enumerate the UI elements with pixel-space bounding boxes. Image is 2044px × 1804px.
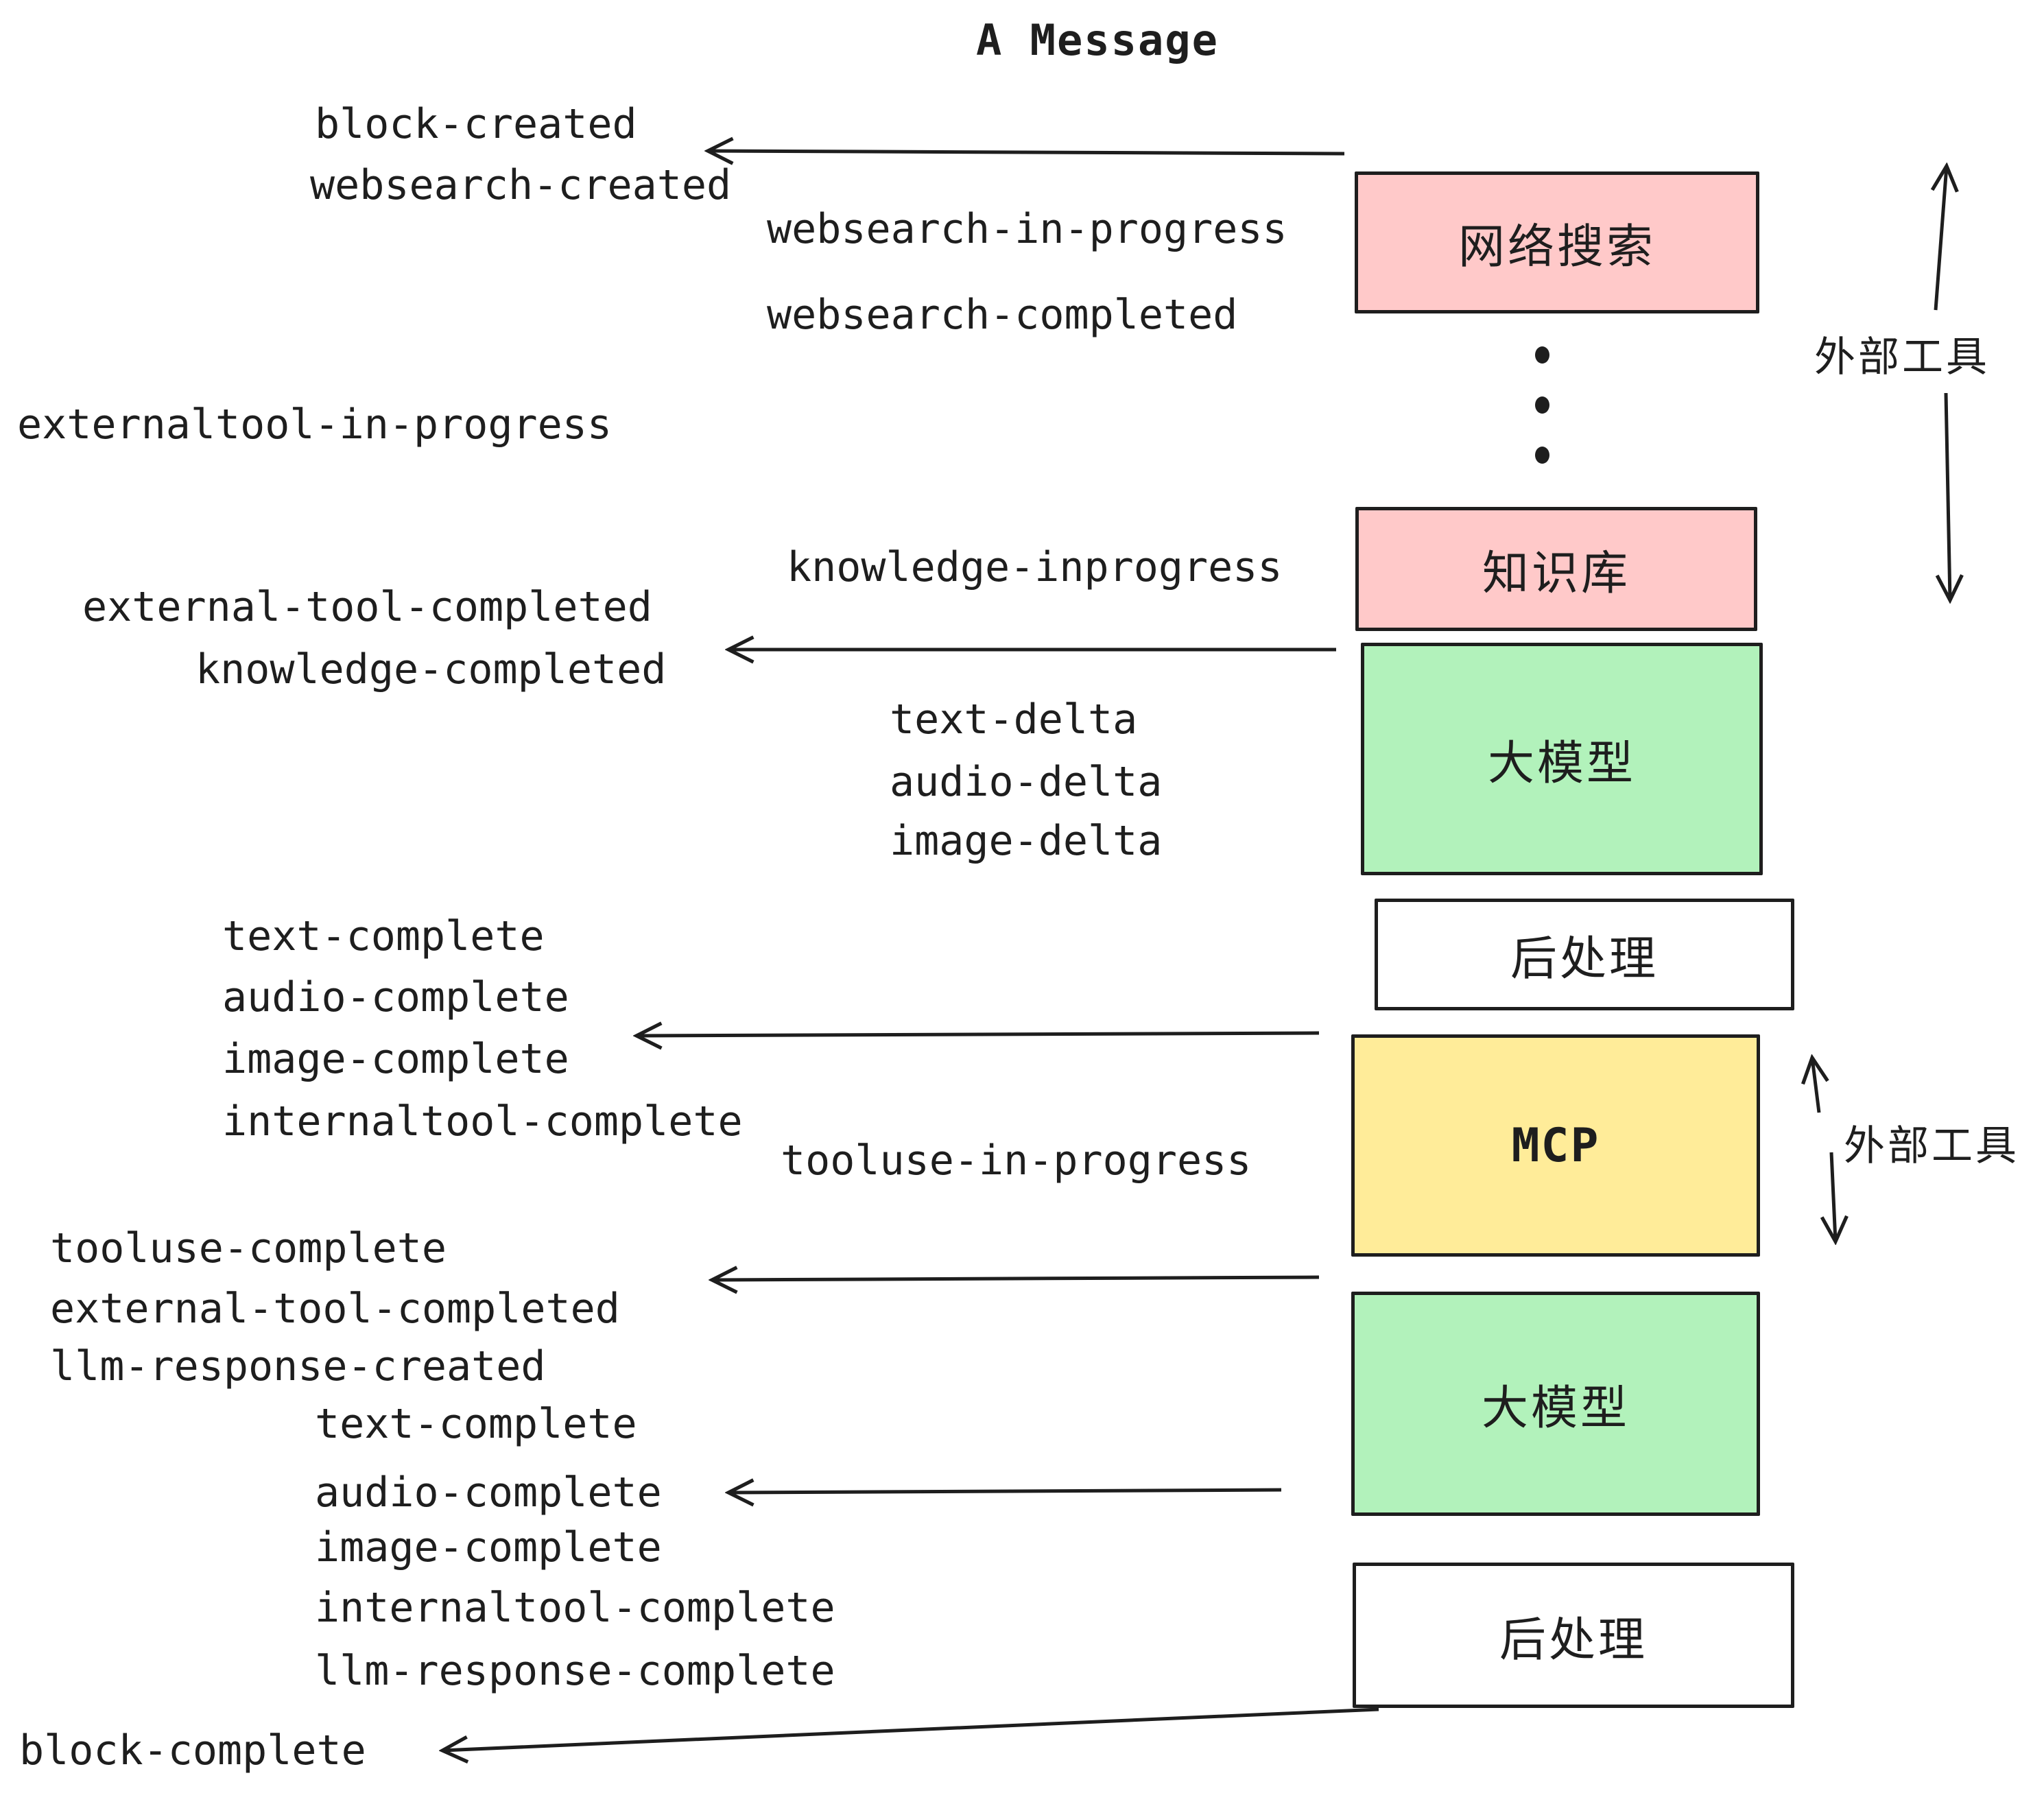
box-postprocess-2: 后处理	[1353, 1563, 1794, 1708]
event-tooluse-complete: tooluse-complete	[50, 1224, 447, 1272]
arrow-audio-complete	[728, 1490, 1282, 1493]
event-audio-complete: audio-complete	[222, 973, 569, 1021]
event-websearch-completed: websearch-completed	[767, 291, 1238, 339]
arrow-external-tools-up	[1936, 166, 1947, 311]
box-postprocess-1: 后处理	[1375, 899, 1794, 1010]
arrow-block-complete	[442, 1707, 1379, 1750]
box-knowledge-label: 知识库	[1482, 547, 1630, 601]
ellipsis-dot	[1535, 396, 1549, 414]
ellipsis-dot	[1535, 346, 1549, 364]
arrow-external-tools-mid-up	[1812, 1058, 1819, 1113]
event-block-created: block-created	[315, 100, 637, 148]
event-text-delta: text-delta	[890, 696, 1138, 744]
event-websearch-in-progress: websearch-in-progress	[767, 205, 1287, 253]
event-image-complete: image-complete	[222, 1035, 569, 1083]
label-external-tools-top: 外部工具	[1814, 333, 1990, 381]
label-external-tools-mid: 外部工具	[1844, 1122, 2019, 1170]
box-postprocess-2-label: 后处理	[1499, 1613, 1648, 1667]
arrow-image-complete	[637, 1033, 1320, 1036]
vertical-ellipsis	[1535, 346, 1549, 464]
event-block-complete: block-complete	[19, 1726, 366, 1775]
event-external-tool-completed: external-tool-completed	[82, 583, 652, 631]
box-mcp: MCP	[1351, 1034, 1760, 1257]
box-llm-2-label: 大模型	[1481, 1381, 1630, 1436]
event-websearch-created: websearch-created	[310, 161, 732, 209]
box-postprocess-1-label: 后处理	[1510, 932, 1659, 986]
event-text-complete-2: text-complete	[315, 1400, 637, 1448]
event-tooluse-in-progress: tooluse-in-progress	[781, 1137, 1252, 1185]
event-text-complete: text-complete	[222, 912, 545, 960]
event-external-tool-completed-2: external-tool-completed	[50, 1285, 620, 1333]
event-image-delta: image-delta	[890, 817, 1163, 865]
ellipsis-dot	[1535, 447, 1549, 464]
event-image-complete-2: image-complete	[315, 1523, 662, 1571]
box-llm-1: 大模型	[1361, 643, 1763, 875]
arrow-external-tools-mid-down	[1831, 1152, 1835, 1242]
event-llm-response-complete: llm-response-complete	[315, 1647, 835, 1695]
arrow-websearch-created	[708, 151, 1345, 154]
box-llm-1-label: 大模型	[1487, 737, 1636, 791]
box-knowledge: 知识库	[1355, 507, 1757, 631]
arrow-tooluse-complete	[712, 1277, 1320, 1280]
event-knowledge-completed: knowledge-completed	[195, 645, 667, 693]
event-audio-complete-2: audio-complete	[315, 1469, 662, 1517]
arrow-external-tools-down	[1946, 392, 1950, 600]
diagram-title: A Message	[976, 15, 1219, 65]
event-knowledge-inprogress: knowledge-inprogress	[787, 543, 1283, 591]
box-llm-2: 大模型	[1351, 1292, 1760, 1516]
event-internaltool-complete: internaltool-complete	[222, 1097, 743, 1146]
box-mcp-label: MCP	[1511, 1118, 1600, 1173]
event-externaltool-in-progress: externaltool-in-progress	[17, 401, 612, 449]
event-internaltool-complete-2: internaltool-complete	[315, 1584, 835, 1632]
box-websearch-label: 网络搜索	[1458, 220, 1656, 274]
event-audio-delta: audio-delta	[890, 758, 1163, 806]
box-websearch: 网络搜索	[1355, 171, 1759, 313]
event-llm-response-created: llm-response-created	[50, 1342, 546, 1390]
